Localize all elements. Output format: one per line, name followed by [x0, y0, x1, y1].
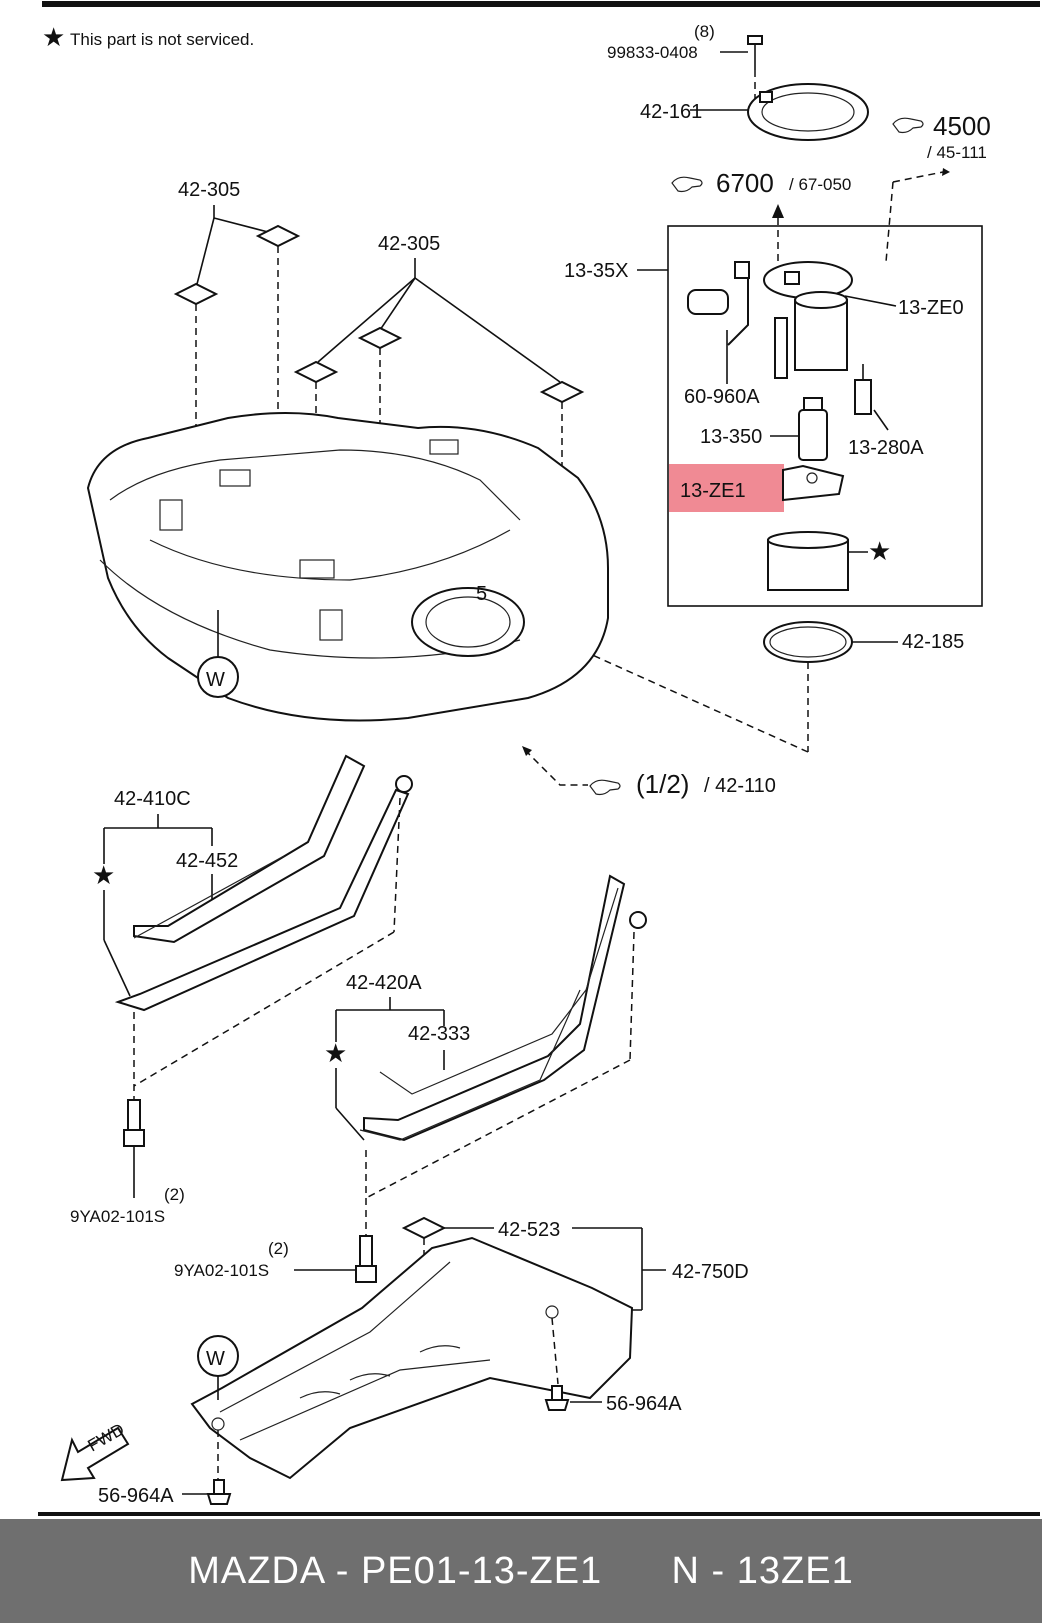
fwd-arrow-icon: FWD: [60, 1420, 130, 1482]
star-icon: ★: [868, 536, 891, 566]
star-icon: ★: [324, 1038, 347, 1068]
fuel-pump-13-350: [798, 397, 828, 461]
label-13-280a: 13-280A: [848, 437, 924, 459]
ref-6700: 6700: [716, 168, 774, 198]
retainer-ring-42-161: [747, 83, 869, 141]
highlight-13-ze1: [669, 464, 784, 512]
assembly-box-13-35x: [667, 225, 983, 607]
star-icon: ★: [42, 22, 65, 52]
hand-pointer-icon: [671, 176, 703, 193]
strap-42-420a: [359, 874, 647, 1142]
fuel-tank: [86, 412, 609, 722]
label-13-ze0: 13-ZE0: [898, 297, 964, 319]
footer-spacer: [602, 1550, 671, 1593]
label-42-420a: 42-420A: [346, 972, 422, 994]
ref-67-050: / 67-050: [789, 175, 851, 194]
gasket-42-185: [763, 621, 853, 663]
svg-text:W: W: [206, 669, 225, 691]
strap-42-410c: [114, 754, 413, 1012]
pad-42-305: [173, 282, 219, 306]
label-60-960a: 60-960A: [684, 386, 760, 408]
pad-42-523: [401, 1216, 447, 1240]
label-13-ze1[interactable]: 13-ZE1: [680, 480, 746, 502]
pump-flange-13-ze0: [763, 261, 853, 379]
parts-diagram: ★ This part is not serviced. (8) 99833-0…: [38, 1, 1040, 1516]
label-13-35x: 13-35X: [564, 260, 629, 282]
pad-42-305: [357, 326, 403, 350]
label-56-964a-left: 56-964A: [98, 1485, 174, 1507]
label-42-452: 42-452: [176, 850, 238, 872]
qty-99833: (8): [694, 22, 715, 41]
w-mark: W: [197, 1335, 239, 1377]
hand-pointer-icon: [892, 117, 924, 134]
label-42-161: 42-161: [640, 101, 702, 123]
bolt-9ya02-101s: [123, 1099, 145, 1198]
footer-part-number: MAZDA - PE01-13-ZE1: [188, 1549, 603, 1592]
qty-9ya02-b: (2): [268, 1239, 289, 1258]
qty-9ya02-a: (2): [164, 1185, 185, 1204]
label-42-410c: 42-410C: [114, 788, 191, 810]
footer-catalog-code: N - 13ZE1: [671, 1549, 854, 1592]
label-9ya02-101s-b: 9YA02-101S: [174, 1261, 269, 1280]
pad-42-305: [293, 360, 339, 384]
ref-42-110: / 42-110: [704, 775, 776, 797]
ref-1-2: (1/2): [636, 769, 689, 799]
svg-text:W: W: [206, 1348, 225, 1370]
label-56-964a-right: 56-964A: [606, 1393, 682, 1415]
w-mark: W: [197, 656, 239, 698]
star-icon: ★: [92, 860, 115, 890]
under-cover-42-750d: [190, 1236, 634, 1480]
label-42-185: 42-185: [902, 631, 964, 653]
label-9ya02-101s-a: 9YA02-101S: [70, 1207, 165, 1226]
label-42-750d: 42-750D: [672, 1261, 749, 1283]
label-42-305-left: 42-305: [178, 179, 240, 201]
label-42-333: 42-333: [408, 1023, 470, 1045]
fuel-sender-60-960a: [687, 261, 750, 346]
tank-callout-5: 5: [476, 583, 487, 605]
label-13-350: 13-350: [700, 426, 762, 448]
pad-42-305: [539, 380, 585, 404]
label-99833-0408: 99833-0408: [607, 43, 698, 62]
label-42-523: 42-523: [498, 1219, 560, 1241]
filter-cup: [767, 531, 849, 591]
ref-45-111: / 45-111: [927, 143, 987, 162]
part-number-footer: MAZDA - PE01-13-ZE1 N - 13ZE1: [0, 1519, 1042, 1623]
clip-56-964a: [544, 1385, 570, 1411]
bolt-9ya02-101s: [355, 1235, 377, 1283]
label-42-305-right: 42-305: [378, 233, 440, 255]
clip-56-964a: [206, 1479, 232, 1505]
pad-42-305: [255, 224, 301, 248]
ref-4500: 4500: [933, 111, 991, 141]
strainer-bracket-13-ze1[interactable]: [782, 464, 845, 502]
regulator-13-280a: [854, 364, 872, 415]
screw-99833-0408: [747, 35, 763, 100]
not-serviced-note: This part is not serviced.: [70, 30, 254, 49]
hand-pointer-icon: [589, 779, 621, 796]
